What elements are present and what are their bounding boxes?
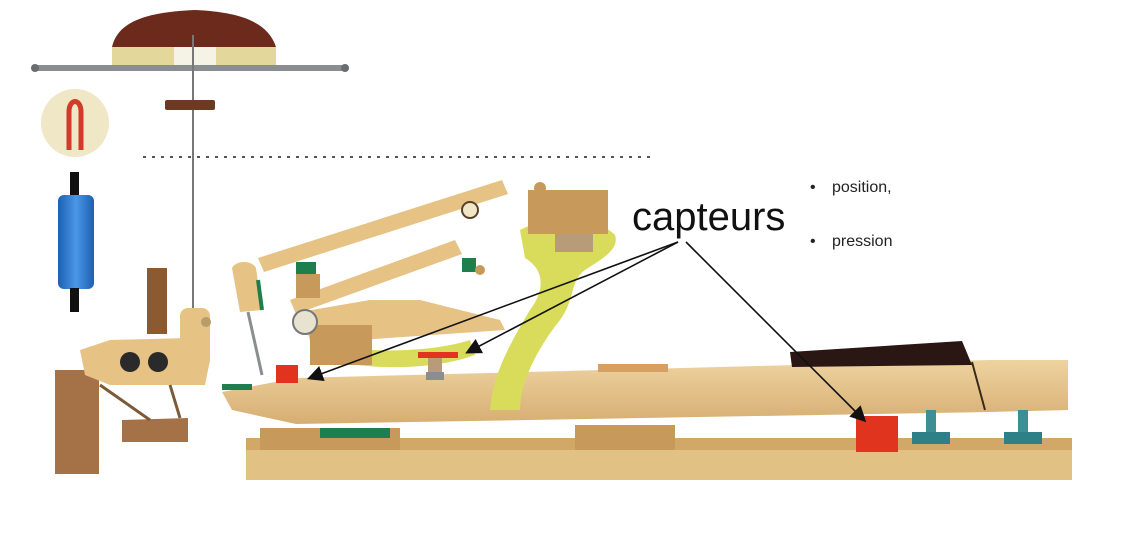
green-felt-base <box>320 428 390 438</box>
damper-felt-left <box>112 47 174 65</box>
bullet-pression: pression <box>832 233 892 250</box>
string-pin-left <box>31 64 39 72</box>
balance-pins <box>912 410 1042 444</box>
key-frame <box>246 425 1072 480</box>
butt-body <box>80 338 210 385</box>
hammer-shank <box>258 180 508 272</box>
string-bar <box>32 65 348 71</box>
string-pin-right <box>341 64 349 72</box>
pivot-2 <box>534 182 546 194</box>
jack-spring <box>246 311 264 376</box>
butt-hole-1 <box>120 352 140 372</box>
damper-felt-right <box>216 47 276 65</box>
arrow-to-capstan-sensor <box>465 241 679 354</box>
arrow-to-right-sensor <box>685 241 867 423</box>
backcheck-block <box>528 190 608 234</box>
action-assembly <box>232 180 608 380</box>
small-block <box>296 274 320 298</box>
wippen-flange <box>292 309 318 335</box>
lower-wedge <box>122 418 188 442</box>
base-block-mid <box>575 425 675 450</box>
sensor-red-right <box>856 416 898 452</box>
sensor-red-capstan <box>418 352 458 358</box>
walnut-damper-cap <box>112 10 276 47</box>
butt-screw <box>201 317 211 327</box>
butt-arm <box>180 308 210 368</box>
lower-left-mechanism <box>55 268 211 474</box>
hammer-core <box>66 99 84 150</box>
lower-link-2 <box>168 384 182 419</box>
bullet-position: position, <box>832 179 892 196</box>
blue-weight-rod-top <box>70 172 79 196</box>
hammer-felt <box>41 89 109 157</box>
yellow-frame-shape <box>490 218 616 410</box>
lower-link <box>99 383 151 422</box>
pin-2-base <box>1004 432 1042 444</box>
sensor-arrows <box>306 241 867 423</box>
capstan-screw <box>428 356 442 376</box>
arrow-to-left-sensor <box>306 241 679 382</box>
key-capstan-pad <box>598 364 668 372</box>
capstan-top <box>426 372 444 380</box>
pivot-1 <box>461 201 479 219</box>
pin-2-stem <box>1018 410 1028 432</box>
blue-weight-body <box>58 195 94 289</box>
key-joint <box>971 361 986 411</box>
back-post <box>55 370 99 474</box>
backcheck-pad <box>555 234 593 252</box>
butt-hole-2 <box>148 352 168 372</box>
catcher-shank <box>290 240 462 314</box>
damper-felt-center <box>174 47 216 65</box>
jack <box>232 262 262 312</box>
green-felt-key-left <box>222 384 252 390</box>
green-felt-mid <box>462 258 476 272</box>
blue-weight <box>58 172 94 312</box>
pin-1-stem <box>926 410 936 432</box>
pin-1-base <box>912 432 950 444</box>
green-felt-left-part <box>296 262 316 274</box>
sensor-red-left <box>276 365 298 383</box>
standing-block <box>147 268 167 334</box>
jack-felt <box>256 279 264 311</box>
pivot-3 <box>475 265 485 275</box>
hammer-head <box>41 89 109 157</box>
key-top-black <box>790 341 972 367</box>
bullet-marker-pression: • <box>810 233 816 250</box>
bullet-marker-position: • <box>810 179 816 196</box>
string-and-bridge-assembly <box>31 10 349 318</box>
blue-weight-rod-bottom <box>70 288 79 312</box>
damper-block <box>165 100 215 110</box>
label-capteurs: capteurs <box>632 195 785 239</box>
